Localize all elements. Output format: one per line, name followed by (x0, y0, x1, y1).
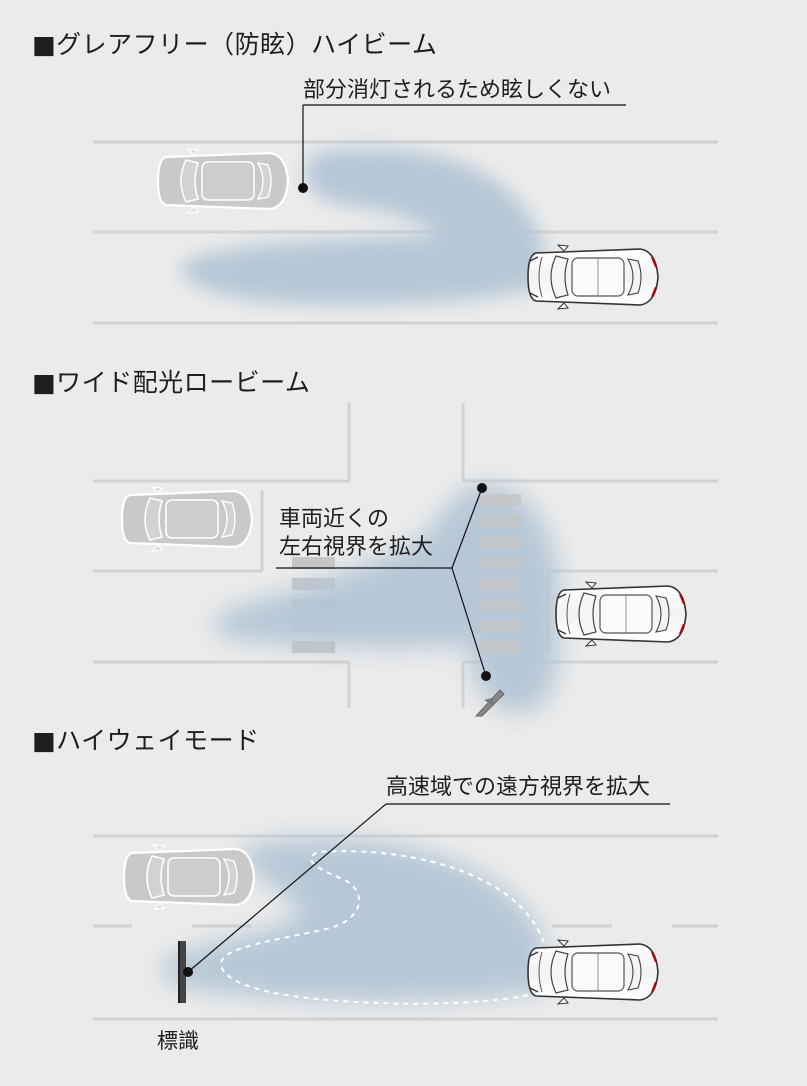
section-2-beam (213, 484, 560, 712)
own-car-2 (555, 581, 687, 647)
section-1-title: ■グレアフリー（防眩）ハイビーム (32, 30, 438, 59)
own-car-1 (527, 244, 659, 310)
section-3-title: ■ハイウェイモード (32, 726, 260, 755)
own-car-3 (527, 939, 659, 1005)
section-2-callout-line-1: 車両近くの (279, 507, 390, 532)
section-2-road (93, 403, 718, 708)
sign-label: 標識 (157, 1029, 199, 1053)
crosswalk-right (478, 494, 521, 653)
section-1-callout: 部分消灯されるため眩しくない (303, 78, 612, 103)
section-3-callout: 高速域での遠方視界を拡大 (386, 775, 651, 800)
high-beam-range-outline (220, 850, 549, 1005)
oncoming-car-1 (156, 147, 290, 215)
parked-car-2 (120, 485, 254, 553)
section-3-leader-line (183, 803, 670, 977)
cyclist-icon (474, 689, 505, 717)
leading-car-3 (122, 843, 256, 911)
section-3-beam (161, 838, 548, 1002)
section-2-leader-line (276, 483, 491, 681)
section-2-callout-line-2: 左右視界を拡大 (279, 535, 434, 560)
section-1-beam (181, 148, 545, 305)
section-1-leader-line (298, 104, 626, 193)
section-1-road (93, 140, 718, 325)
section-2-title: ■ワイド配光ロービーム (32, 368, 311, 397)
